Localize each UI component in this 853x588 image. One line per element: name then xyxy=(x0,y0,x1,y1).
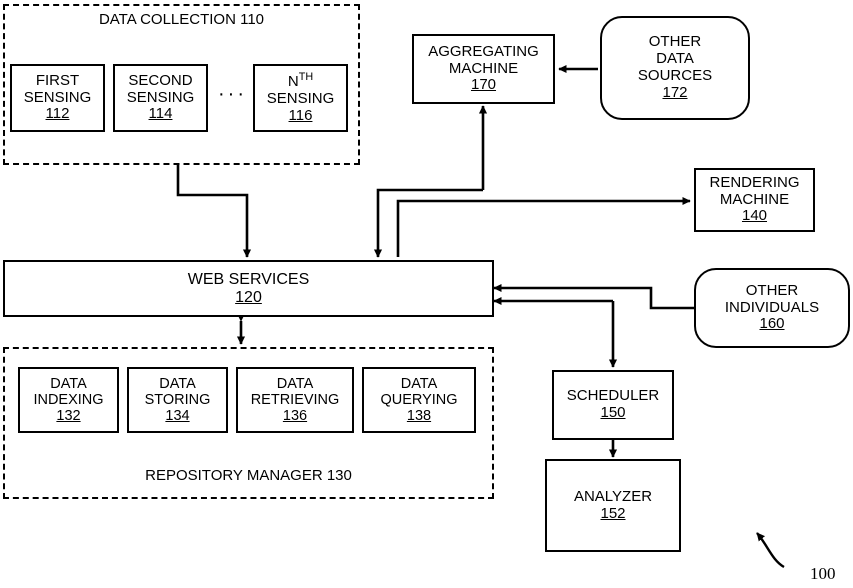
node-second-sensing[interactable]: SECOND SENSING 114 xyxy=(113,64,208,132)
node-data-querying-ref: 138 xyxy=(406,408,432,425)
node-analyzer-line1: ANALYZER xyxy=(573,487,653,505)
node-data-storing-line2: STORING xyxy=(144,391,211,408)
node-data-retrieving[interactable]: DATA RETRIEVING 136 xyxy=(236,367,354,433)
figure-reference-leader xyxy=(756,532,785,569)
edge-aggregating-to-web-services xyxy=(373,188,483,258)
node-data-indexing-line1: DATA xyxy=(50,375,87,392)
node-web-services-ref: 120 xyxy=(235,288,262,306)
ellipsis-sensing: ··· xyxy=(218,83,247,105)
node-data-retrieving-line1: DATA xyxy=(276,375,314,392)
group-repository-manager: REPOSITORY MANAGER 130 xyxy=(3,347,494,499)
edge-web-services-to-rendering xyxy=(396,196,691,257)
node-second-sensing-line2: SENSING xyxy=(126,88,195,106)
node-rendering-machine-ref: 140 xyxy=(741,207,768,225)
group-repository-manager-title: REPOSITORY MANAGER xyxy=(145,466,323,484)
node-nth-sensing-th: TH xyxy=(298,71,314,84)
group-data-collection: DATA COLLECTION 110 xyxy=(3,4,360,165)
group-data-collection-ref: 110 xyxy=(240,11,265,28)
node-data-retrieving-line2: RETRIEVING xyxy=(250,391,340,408)
node-other-data-sources-line3: SOURCES xyxy=(637,67,713,84)
node-other-individuals-line2: INDIVIDUALS xyxy=(724,298,820,316)
node-data-indexing-line2: INDEXING xyxy=(33,391,104,408)
node-scheduler-ref: 150 xyxy=(600,404,626,421)
node-second-sensing-line1: SECOND xyxy=(128,71,193,89)
group-repository-manager-ref: 130 xyxy=(326,466,352,484)
node-aggregating-machine-line1: AGGREGATING xyxy=(428,42,539,60)
node-data-querying-line2: QUERYING xyxy=(380,391,458,408)
node-aggregating-machine[interactable]: AGGREGATING MACHINE 170 xyxy=(412,34,555,104)
node-nth-sensing-ref: 116 xyxy=(288,106,313,124)
node-second-sensing-ref: 114 xyxy=(148,105,173,123)
group-data-collection-title: DATA COLLECTION xyxy=(98,11,236,28)
node-data-indexing[interactable]: DATA INDEXING 132 xyxy=(18,367,119,433)
node-first-sensing-line1: FIRST xyxy=(35,71,80,89)
node-scheduler[interactable]: SCHEDULER 150 xyxy=(552,370,674,440)
edge-other-individuals-to-web-services xyxy=(493,283,694,310)
node-rendering-machine-line1: RENDERING xyxy=(709,173,800,191)
node-first-sensing[interactable]: FIRST SENSING 112 xyxy=(10,64,105,132)
node-analyzer-ref: 152 xyxy=(600,504,626,522)
node-data-storing-line1: DATA xyxy=(159,375,196,392)
figure-reference-numeral: 100 xyxy=(810,564,836,583)
node-data-indexing-ref: 132 xyxy=(56,408,81,425)
node-other-data-sources-line1: OTHER xyxy=(648,33,702,51)
node-other-data-sources-ref: 172 xyxy=(662,83,688,101)
node-aggregating-machine-line2: MACHINE xyxy=(448,59,519,77)
node-analyzer[interactable]: ANALYZER 152 xyxy=(545,459,681,552)
node-other-individuals[interactable]: OTHER INDIVIDUALS 160 xyxy=(694,268,850,348)
node-nth-sensing-n: N xyxy=(287,73,299,91)
node-first-sensing-ref: 112 xyxy=(45,105,70,123)
node-data-querying[interactable]: DATA QUERYING 138 xyxy=(362,367,476,433)
node-rendering-machine[interactable]: RENDERING MACHINE 140 xyxy=(694,168,815,232)
node-nth-sensing-line1: NTH xyxy=(288,71,313,91)
node-rendering-machine-line2: MACHINE xyxy=(719,190,790,208)
node-data-querying-line1: DATA xyxy=(400,375,438,392)
node-other-data-sources-line2: DATA xyxy=(656,50,694,68)
node-other-individuals-line1: OTHER xyxy=(745,281,799,299)
node-web-services-line1: WEB SERVICES xyxy=(187,270,310,288)
node-first-sensing-line2: SENSING xyxy=(23,88,92,106)
node-aggregating-machine-ref: 170 xyxy=(470,76,497,94)
node-nth-sensing-line2: SENSING xyxy=(266,90,335,108)
node-data-retrieving-ref: 136 xyxy=(282,408,308,425)
node-other-data-sources[interactable]: OTHER DATA SOURCES 172 xyxy=(600,16,750,120)
edge-data-collection-to-web-services xyxy=(176,165,252,258)
node-other-individuals-ref: 160 xyxy=(759,315,785,333)
node-web-services[interactable]: WEB SERVICES 120 xyxy=(3,260,494,317)
node-data-storing[interactable]: DATA STORING 134 xyxy=(127,367,228,433)
node-data-storing-ref: 134 xyxy=(165,408,190,425)
node-nth-sensing[interactable]: NTH SENSING 116 xyxy=(253,64,348,132)
node-scheduler-line1: SCHEDULER xyxy=(566,387,660,405)
